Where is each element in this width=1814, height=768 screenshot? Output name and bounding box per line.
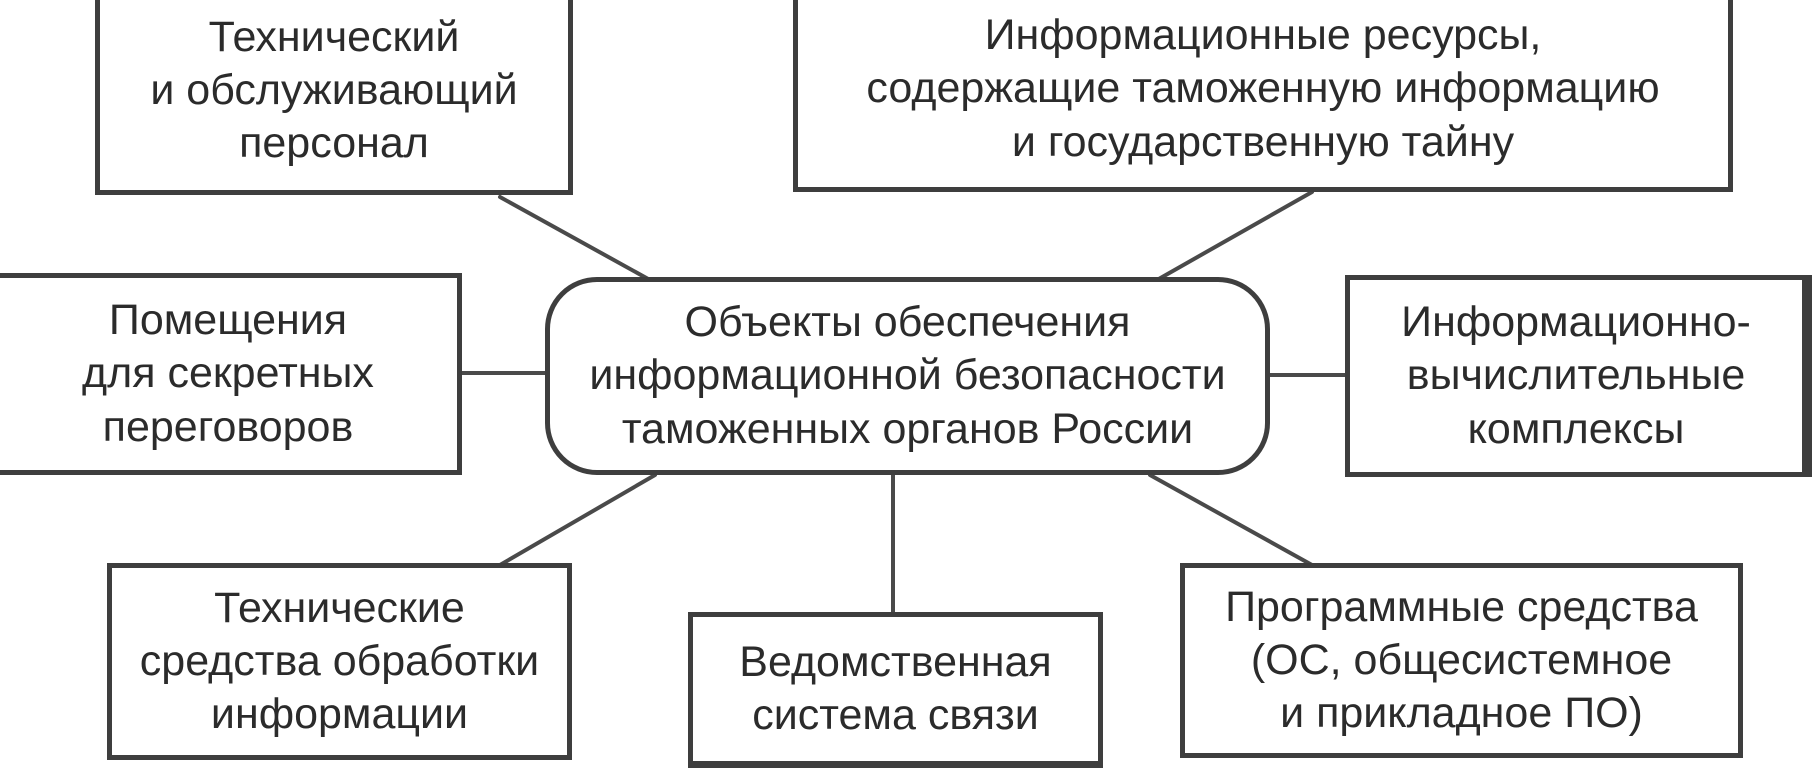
connector-center-to-software	[1148, 473, 1314, 567]
node-communication-system: Ведомственная система связи	[688, 612, 1103, 768]
node-software: Программные средства (ОС, общесистемное …	[1180, 563, 1743, 758]
connector-center-to-technical-personnel	[498, 195, 652, 282]
node-technical-personnel: Технический и обслуживающий персонал	[95, 0, 573, 195]
node-center-security-objects: Объекты обеспечения информационной безоп…	[545, 277, 1270, 475]
node-information-resources: Информационные ресурсы, содержащие тамож…	[793, 0, 1733, 192]
connector-center-to-processing-equipment	[498, 473, 657, 567]
node-computing-complexes: Информационно- вычислительные комплексы	[1345, 275, 1812, 477]
node-secret-negotiation-rooms: Помещения для секретных переговоров	[0, 273, 462, 475]
connector-center-to-information-resources	[1155, 190, 1314, 282]
node-processing-equipment: Технические средства обработки информаци…	[107, 563, 572, 760]
